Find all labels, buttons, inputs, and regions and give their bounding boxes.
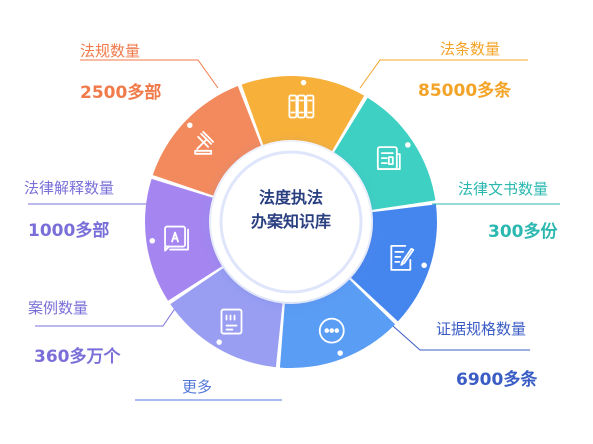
label-interpretations: 法律解释数量 <box>24 179 115 197</box>
callout-line-evidence <box>392 325 530 351</box>
label-articles: 法条数量 <box>440 40 501 58</box>
value-regulations: 2500多部 <box>80 83 162 103</box>
document-edit-icon <box>390 244 415 271</box>
segment-cases[interactable] <box>170 268 283 368</box>
value-evidence: 6900多条 <box>456 370 538 390</box>
segment-regulations[interactable] <box>152 86 262 196</box>
callout-dot <box>185 121 195 130</box>
callout-line-cases <box>35 306 177 327</box>
label-more[interactable]: 更多 <box>182 378 213 396</box>
center-title: 法度执法 办案知识库 <box>226 186 356 234</box>
case-list-icon <box>220 308 243 335</box>
value-articles: 85000多条 <box>418 81 512 101</box>
segment-more[interactable] <box>279 279 396 368</box>
callout-dot <box>148 236 157 246</box>
value-interpretations: 1000多部 <box>28 221 110 241</box>
more-icon <box>318 317 345 344</box>
label-cases: 案例数量 <box>28 299 89 317</box>
segment-legal-docs[interactable] <box>334 97 436 210</box>
value-cases: 360多万个 <box>34 347 121 367</box>
label-legal-docs: 法律文书数量 <box>458 180 549 198</box>
segment-interpretations[interactable] <box>145 178 222 301</box>
segment-evidence[interactable] <box>351 204 438 322</box>
callout-dot <box>214 337 224 347</box>
callout-line-articles <box>359 59 528 89</box>
label-evidence: 证据规格数量 <box>436 320 527 338</box>
center-title-line2: 办案知识库 <box>250 212 331 231</box>
label-regulations: 法规数量 <box>80 42 141 60</box>
callout-dot <box>335 348 345 358</box>
center-ring <box>219 150 363 294</box>
segment-articles[interactable] <box>241 75 365 152</box>
callout-dot <box>403 140 413 150</box>
interpretation-icon <box>164 225 189 252</box>
value-legal-docs: 300多份 <box>488 222 558 242</box>
newspaper-icon <box>376 146 401 170</box>
callout-dot <box>299 78 308 87</box>
callout-dot <box>419 261 429 270</box>
books-icon <box>288 94 315 119</box>
gavel-icon <box>194 130 215 155</box>
center-title-line1: 法度执法 <box>258 188 323 207</box>
callout-line-regulations <box>80 59 219 89</box>
